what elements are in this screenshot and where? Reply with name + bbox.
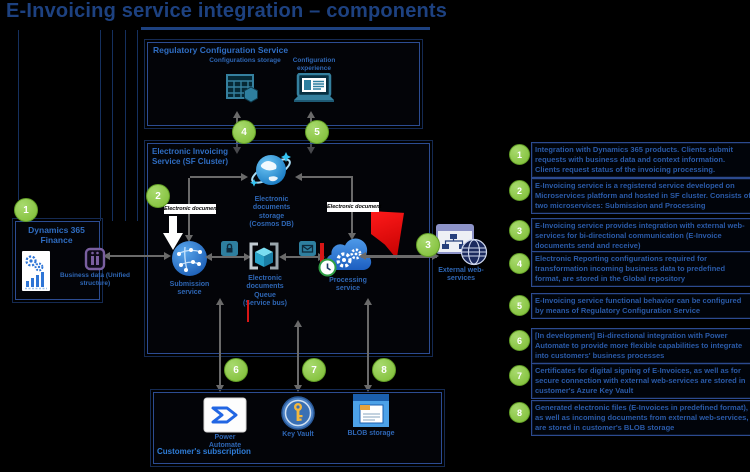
callout-marker-1: 1: [14, 198, 38, 222]
page-title: E-Invoicing service integration – compon…: [6, 0, 448, 22]
callout-marker-2: 2: [146, 184, 170, 208]
finance-title: Dynamics 365 Finance: [28, 225, 85, 246]
decor-line: [18, 30, 19, 200]
external-web-services-label: External web-services: [438, 267, 484, 283]
note-3: E-Invoicing service provides integration…: [531, 218, 750, 254]
finance-app-icon: [21, 250, 51, 292]
note-number-8: 8: [509, 402, 530, 423]
lock-badge-icon: [221, 241, 238, 256]
note-6: [In development] Bi-directional integrat…: [531, 328, 750, 364]
note-number-2: 2: [509, 180, 530, 201]
callout-marker-4: 4: [232, 120, 256, 144]
configuration-experience-label: Configuration experience: [292, 57, 336, 72]
configurations-storage-icon: [226, 74, 260, 104]
key-vault-icon: [281, 396, 315, 430]
configurations-storage-label: Configurations storage: [209, 57, 281, 64]
connector-submission-power-automate: [216, 298, 224, 392]
note-5: E-Invoicing service functional behavior …: [531, 293, 750, 319]
decor-line: [112, 30, 113, 221]
arrow-processing-external: [359, 252, 439, 260]
callout-marker-7: 7: [302, 358, 326, 382]
customer-title: Customer's subscription: [157, 447, 251, 456]
documents-storage-label: Electronic documents storage (Cosmos DB): [249, 196, 294, 229]
title-underline: [141, 27, 430, 30]
schedule-clock-icon: [318, 258, 337, 277]
decor-line: [100, 30, 101, 221]
submission-service-icon: [171, 240, 208, 277]
note-number-1: 1: [509, 144, 530, 165]
decor-line: [125, 30, 126, 221]
red-accent-line: [247, 300, 249, 322]
documents-queue-icon: [248, 241, 280, 271]
decor-line: [137, 30, 138, 221]
submission-service-label: Submission service: [169, 281, 210, 297]
connector-eis-key-vault: [294, 320, 302, 392]
callout-marker-6: 6: [224, 358, 248, 382]
configuration-experience-laptop-icon: [292, 73, 336, 103]
cosmos-db-planet-icon: [247, 147, 295, 195]
electronic-document-chip-left: Electronic document: [164, 204, 219, 214]
arrow-queue-processing: [279, 253, 325, 261]
callout-marker-8: 8: [372, 358, 396, 382]
callout-marker-3: 3: [416, 233, 440, 257]
red-accent-bar: [320, 243, 324, 264]
blob-storage-label: BLOB storage: [347, 430, 395, 437]
key-vault-label: Key Vault: [282, 431, 314, 438]
callout-marker-5: 5: [305, 120, 329, 144]
electronic-document-chip-right: Electronic document: [327, 202, 382, 212]
note-1: Integration with Dynamics 365 products. …: [531, 142, 750, 178]
external-web-services-icon: [436, 221, 488, 266]
arrow-finance-submission: [103, 252, 171, 260]
arrow-submission-queue: [205, 253, 251, 261]
note-number-6: 6: [509, 330, 530, 351]
business-data-caption: Business data (Unified structure): [59, 272, 131, 287]
note-4: Electronic Reporting configurations requ…: [531, 251, 750, 287]
processing-service-label: Processing service: [329, 277, 367, 293]
note-number-7: 7: [509, 365, 530, 386]
rcs-title: Regulatory Configuration Service: [153, 45, 289, 55]
business-data-connector-icon: [84, 245, 106, 271]
note-number-4: 4: [509, 253, 530, 274]
power-automate-icon: [203, 397, 247, 433]
note-8: Generated electronic files (E-Invoices i…: [531, 400, 750, 436]
note-7: Certificates for digital signing of E-In…: [531, 363, 750, 399]
processing-service-icon: [322, 236, 374, 274]
arrow-submission-to-storage: [190, 173, 248, 181]
rcs-box: [144, 39, 423, 129]
envelope-badge-icon: [299, 241, 316, 256]
note-2: E-Invoicing service is a registered serv…: [531, 178, 750, 214]
note-number-5: 5: [509, 295, 530, 316]
arrow-processing-to-storage: [295, 173, 353, 181]
connector-processing-blob: [364, 298, 372, 392]
eis-title: Electronic Invoicing Service (SF Cluster…: [152, 147, 229, 166]
power-automate-label: Power Automate: [208, 434, 242, 450]
note-number-3: 3: [509, 220, 530, 241]
blob-storage-icon: [352, 393, 390, 428]
documents-queue-label: Electronic documents Queue (Service bus): [243, 275, 287, 308]
